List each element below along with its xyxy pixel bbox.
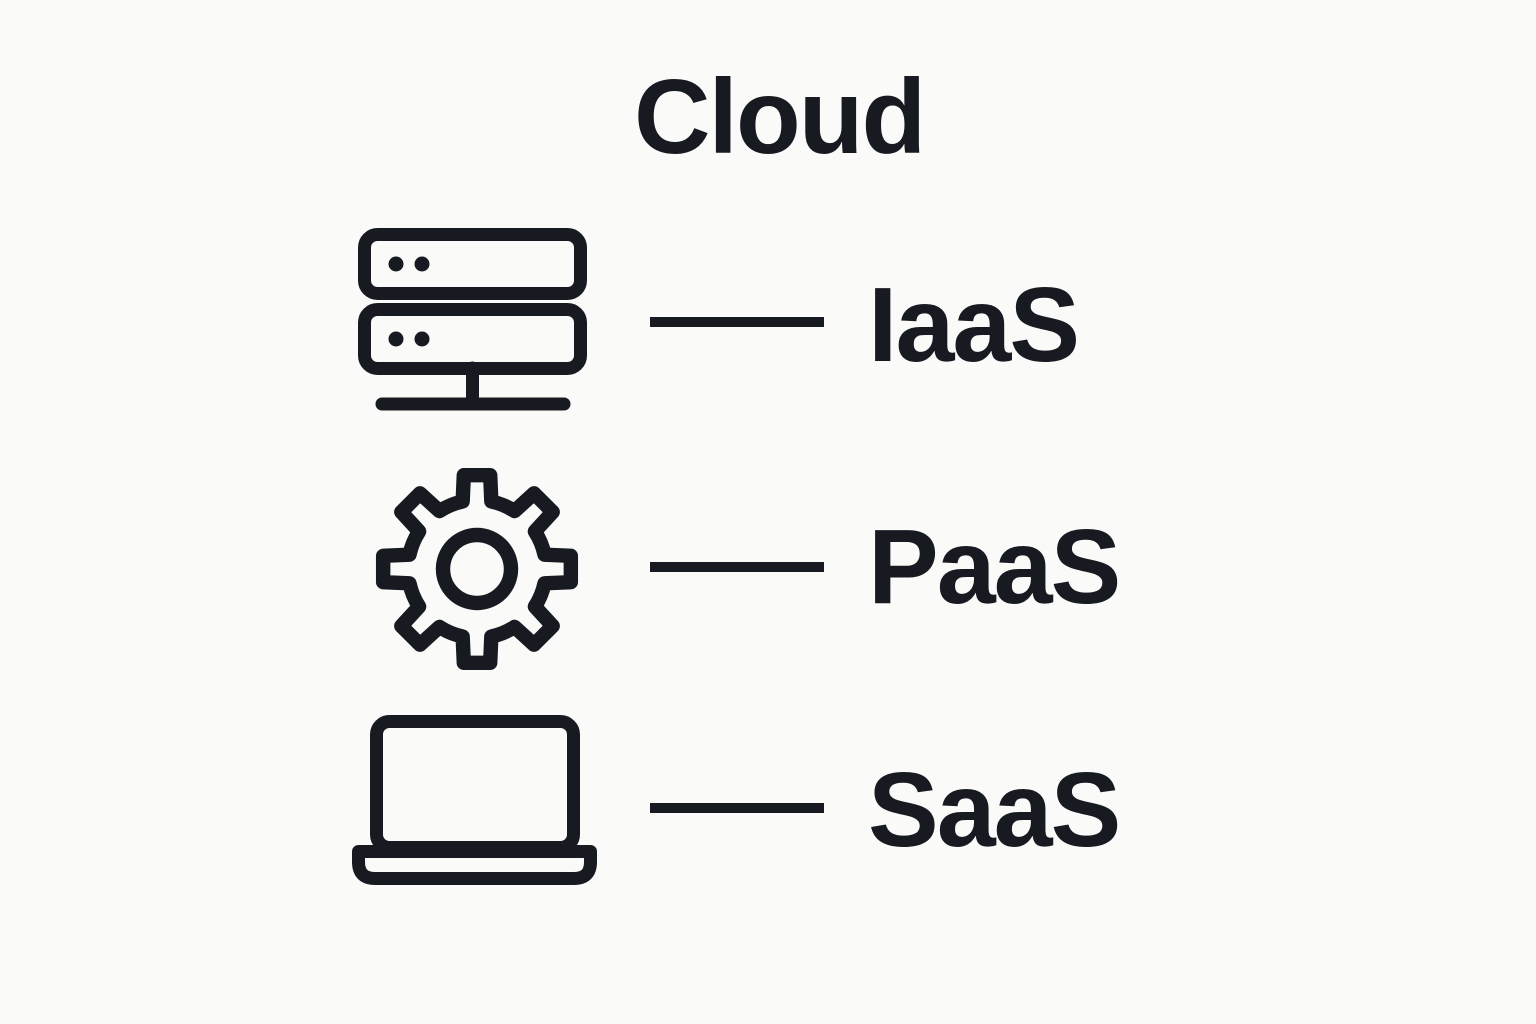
connector-line-paas: [650, 562, 824, 572]
label-paas: PaaS: [868, 508, 1121, 626]
label-iaas: IaaS: [868, 266, 1080, 384]
server-icon: [358, 228, 587, 413]
diagram-title: Cloud: [634, 58, 926, 176]
laptop-icon: [352, 713, 597, 885]
connector-line-iaas: [650, 317, 824, 327]
connector-line-saas: [650, 803, 824, 813]
gear-icon: [374, 466, 580, 672]
label-saas: SaaS: [868, 751, 1121, 869]
